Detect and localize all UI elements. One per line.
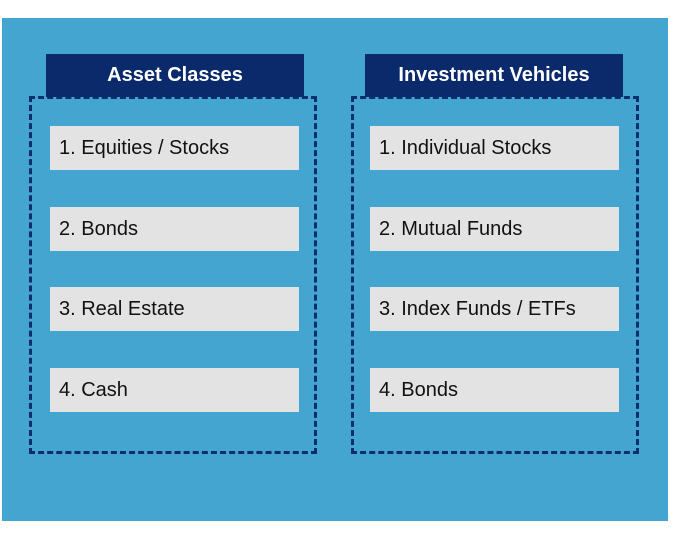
- asset-class-item: 2. Bonds: [50, 207, 299, 251]
- investment-vehicle-item: 4. Bonds: [370, 368, 619, 412]
- investment-vehicles-header: Investment Vehicles: [365, 54, 623, 97]
- investment-vehicle-item: 1. Individual Stocks: [370, 126, 619, 170]
- asset-class-item: 3. Real Estate: [50, 287, 299, 331]
- asset-class-item: 4. Cash: [50, 368, 299, 412]
- investment-vehicle-item: 3. Index Funds / ETFs: [370, 287, 619, 331]
- asset-classes-header: Asset Classes: [46, 54, 304, 97]
- asset-class-item: 1. Equities / Stocks: [50, 126, 299, 170]
- investment-vehicles-group: [351, 96, 639, 454]
- asset-classes-group: [29, 96, 317, 454]
- investment-vehicle-item: 2. Mutual Funds: [370, 207, 619, 251]
- diagram-panel: Asset Classes 1. Equities / Stocks 2. Bo…: [2, 18, 668, 521]
